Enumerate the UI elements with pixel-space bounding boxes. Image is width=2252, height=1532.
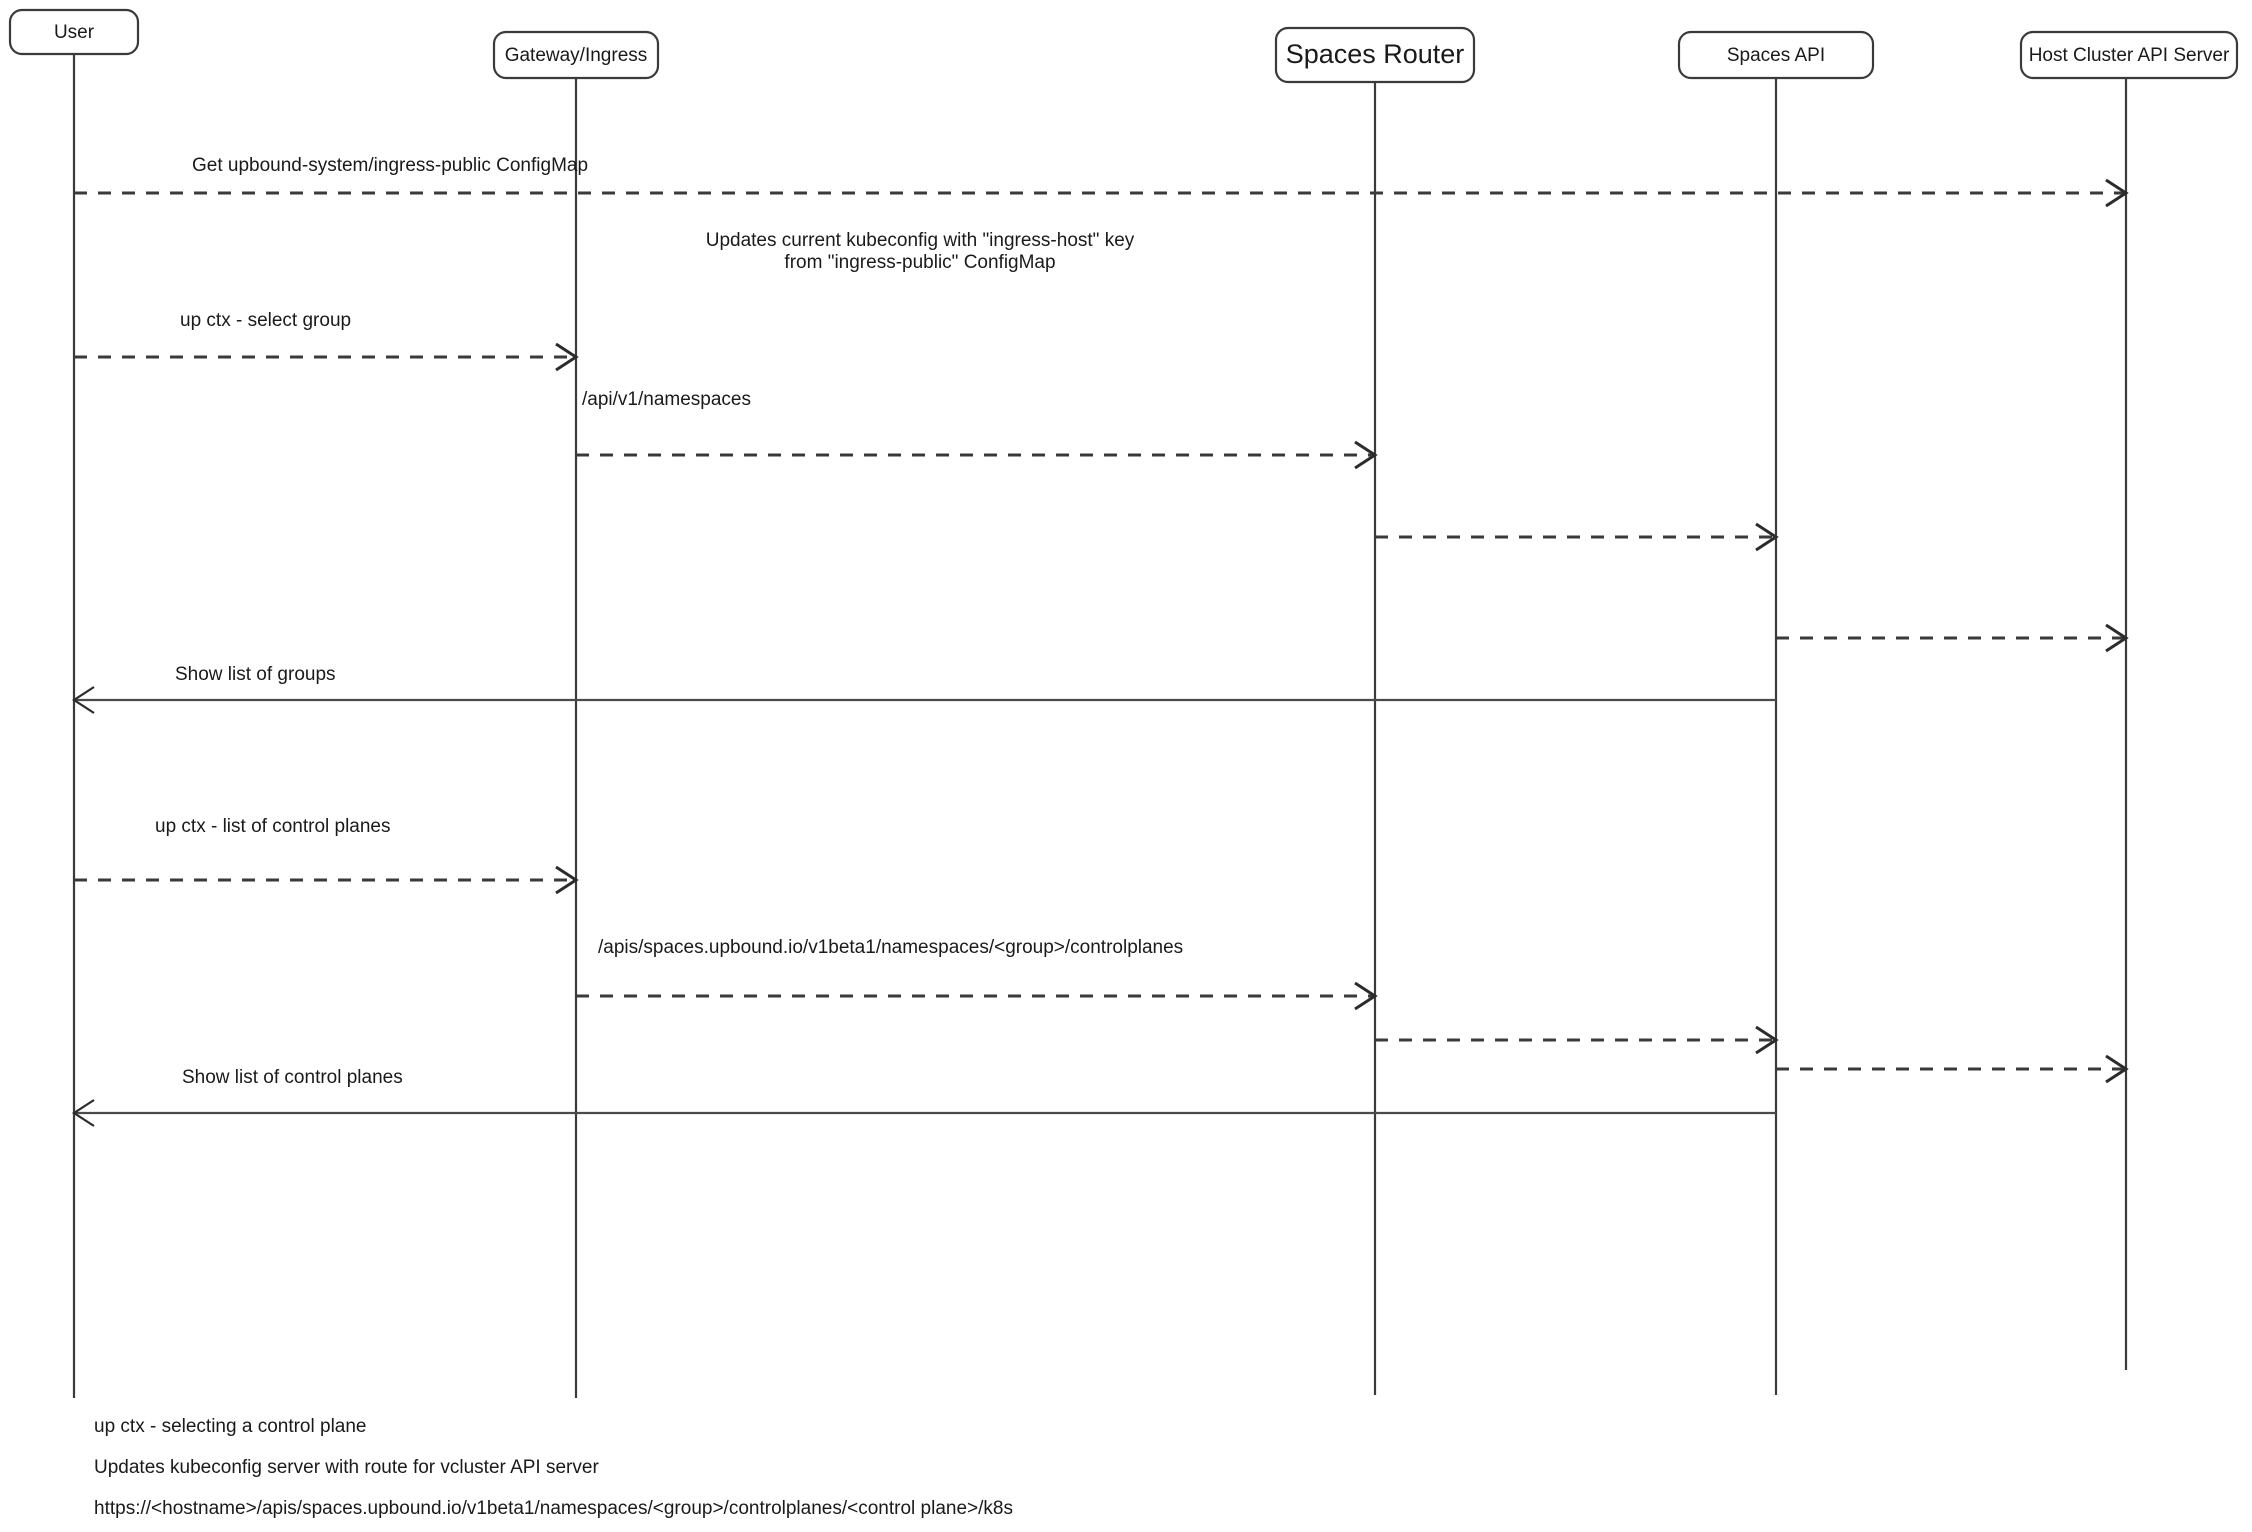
participant-spaces_api[interactable]: Spaces API	[1677, 30, 1875, 80]
message-label-m7: Show list of groups	[175, 664, 336, 685]
arrowhead-m8	[555, 865, 579, 895]
arrowhead-m6	[2105, 623, 2129, 653]
message-m3: up ctx - select group	[74, 310, 579, 372]
participant-label-spaces_api: Spaces API	[1727, 45, 1825, 66]
message-label-m1: Get upbound-system/ingress-public Config…	[192, 155, 588, 176]
participant-router[interactable]: Spaces Router	[1274, 26, 1476, 84]
participant-label-host_api: Host Cluster API Server	[2029, 45, 2230, 66]
participant-label-gateway: Gateway/Ingress	[505, 45, 648, 66]
message-label-m8: up ctx - list of control planes	[155, 816, 391, 837]
participant-label-user: User	[54, 22, 95, 43]
message-m10	[1375, 1025, 1779, 1055]
participant-box-gateway	[492, 30, 660, 80]
message-m6	[1776, 623, 2129, 653]
arrowhead-m1	[2105, 178, 2129, 208]
arrowhead-m10	[1755, 1025, 1779, 1055]
message-label-m9: /apis/spaces.upbound.io/v1beta1/namespac…	[598, 937, 1183, 958]
messages-group: Get upbound-system/ingress-public Config…	[71, 155, 2129, 1127]
arrowhead-m12	[71, 1099, 95, 1127]
participant-label-router: Spaces Router	[1286, 39, 1465, 69]
participant-box-host_api	[2019, 30, 2239, 80]
message-m4: /api/v1/namespaces	[576, 389, 1378, 470]
message-label-m2: Updates current kubeconfig with "ingress…	[706, 230, 1135, 251]
message-m11	[1776, 1054, 2129, 1084]
message-m2: Updates current kubeconfig with "ingress…	[706, 230, 1135, 273]
arrowhead-m11	[2105, 1054, 2129, 1084]
note-n3: https://<hostname>/apis/spaces.upbound.i…	[94, 1498, 1013, 1519]
message-m9: /apis/spaces.upbound.io/v1beta1/namespac…	[576, 937, 1378, 1011]
lifelines-group	[72, 54, 2128, 1398]
message-m12: Show list of control planes	[71, 1067, 1776, 1127]
participant-user[interactable]: User	[8, 8, 140, 56]
message-label-m4: /api/v1/namespaces	[582, 389, 751, 410]
notes-group: up ctx - selecting a control planeUpdate…	[94, 1416, 1013, 1519]
participant-host_api[interactable]: Host Cluster API Server	[2019, 30, 2239, 80]
participant-box-user	[8, 8, 140, 56]
participant-box-spaces_api	[1677, 30, 1875, 80]
message-label-m3: up ctx - select group	[180, 310, 351, 331]
message-m8: up ctx - list of control planes	[74, 816, 579, 895]
note-n1: up ctx - selecting a control plane	[94, 1416, 367, 1437]
participant-box-router	[1274, 26, 1476, 84]
arrowhead-m3	[555, 342, 579, 372]
participant-gateway[interactable]: Gateway/Ingress	[492, 30, 660, 80]
message-label2-m2: from "ingress-public" ConfigMap	[784, 252, 1055, 273]
message-m5	[1375, 522, 1779, 552]
arrowhead-m5	[1755, 522, 1779, 552]
message-m1: Get upbound-system/ingress-public Config…	[74, 155, 2129, 208]
note-n2: Updates kubeconfig server with route for…	[94, 1457, 599, 1478]
arrowhead-m4	[1354, 440, 1378, 470]
arrowhead-m9	[1354, 981, 1378, 1011]
arrowhead-m7	[71, 686, 95, 714]
message-label-m12: Show list of control planes	[182, 1067, 403, 1088]
message-m7: Show list of groups	[71, 664, 1776, 714]
